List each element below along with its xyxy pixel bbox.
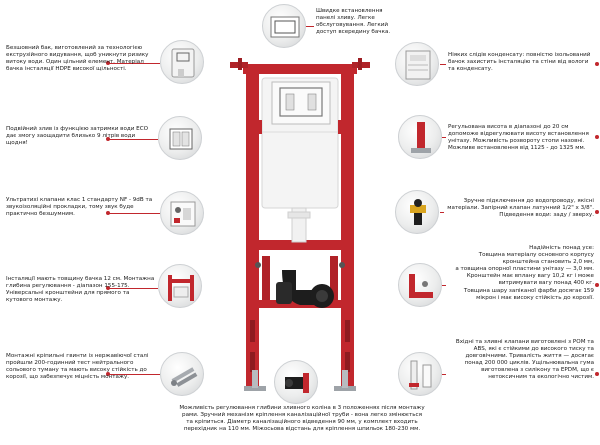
cistern-tank xyxy=(261,77,339,209)
top-panel-icon xyxy=(262,4,306,48)
leader-line xyxy=(306,26,314,27)
leader-dot xyxy=(106,372,110,376)
leader-dot xyxy=(595,283,599,287)
insulation-icon xyxy=(395,42,439,86)
note-screws: Монтажні кріпильні гвинти із нержавіючої… xyxy=(6,353,149,381)
bottom-pipe-icon xyxy=(274,360,318,404)
leader-line xyxy=(108,213,160,214)
leader-line xyxy=(108,288,158,289)
frame-bracket-icon xyxy=(398,263,442,307)
leader-dot xyxy=(106,137,110,141)
leader-dot xyxy=(595,372,599,376)
note-water-connection: Зручне підключення до водопроводу, якісн… xyxy=(447,198,594,219)
drain-elbow xyxy=(282,270,318,305)
leader-line xyxy=(442,374,446,375)
frame-crossbar xyxy=(246,240,354,250)
note-bottom-elbow: Можливість регулювання глибини зливного … xyxy=(179,405,425,433)
screw-icon xyxy=(160,352,204,396)
bracket-icon xyxy=(158,264,202,308)
leader-dot xyxy=(595,210,599,214)
tank-icon xyxy=(160,40,204,84)
frame-top-bracket-left xyxy=(230,62,248,68)
leader-line xyxy=(442,285,446,286)
valve-icon xyxy=(160,191,204,235)
frame-foot-right xyxy=(334,386,356,391)
note-tank: Безшовний бак, виготовлений за технологі… xyxy=(6,45,149,73)
frame-foot-left xyxy=(244,386,266,391)
leader-dot xyxy=(106,61,110,65)
water-valve-icon xyxy=(395,190,439,234)
frame-top-bar xyxy=(243,64,357,74)
note-reliability: Надійність понад усе: Товщина матеріалу … xyxy=(455,245,594,301)
leg-icon xyxy=(398,115,442,159)
frame-top-bracket-right xyxy=(352,62,370,68)
flush-panel-frame xyxy=(271,81,331,125)
leader-line xyxy=(440,212,444,213)
leader-line xyxy=(108,63,160,64)
leader-dot xyxy=(106,211,110,215)
note-height: Регульована висота в діапазоні до 20 см … xyxy=(448,124,589,152)
leader-line xyxy=(440,64,446,65)
note-top-panel: Швидке встановлення панелі зливу. Легке … xyxy=(316,8,391,36)
frame-crossbar-lower xyxy=(246,300,354,308)
note-valves: Ультратихі клапани клас 1 стандарту NF -… xyxy=(6,197,153,218)
note-insulation: Ніяких слідів конденсату: повністю ізоль… xyxy=(448,52,591,73)
leader-line xyxy=(108,374,160,375)
leader-dot xyxy=(595,62,599,66)
inlet-valve-icon xyxy=(398,352,442,396)
note-valve-materials: Вхідні та зливні клапани виготовлені з Р… xyxy=(455,339,594,381)
leader-line xyxy=(442,137,446,138)
frame-right-upright xyxy=(341,68,354,386)
note-tank-thickness: Інсталяції мають товщину бачка 12 см. Мо… xyxy=(6,276,155,304)
flush-plate-icon xyxy=(158,116,202,160)
leader-dot xyxy=(595,135,599,139)
flush-pipe xyxy=(291,207,307,243)
note-flush: Подвійний злив із функцією затримки води… xyxy=(6,126,149,147)
frame-left-upright xyxy=(246,68,259,386)
leader-line xyxy=(108,139,158,140)
leader-dot xyxy=(106,286,110,290)
